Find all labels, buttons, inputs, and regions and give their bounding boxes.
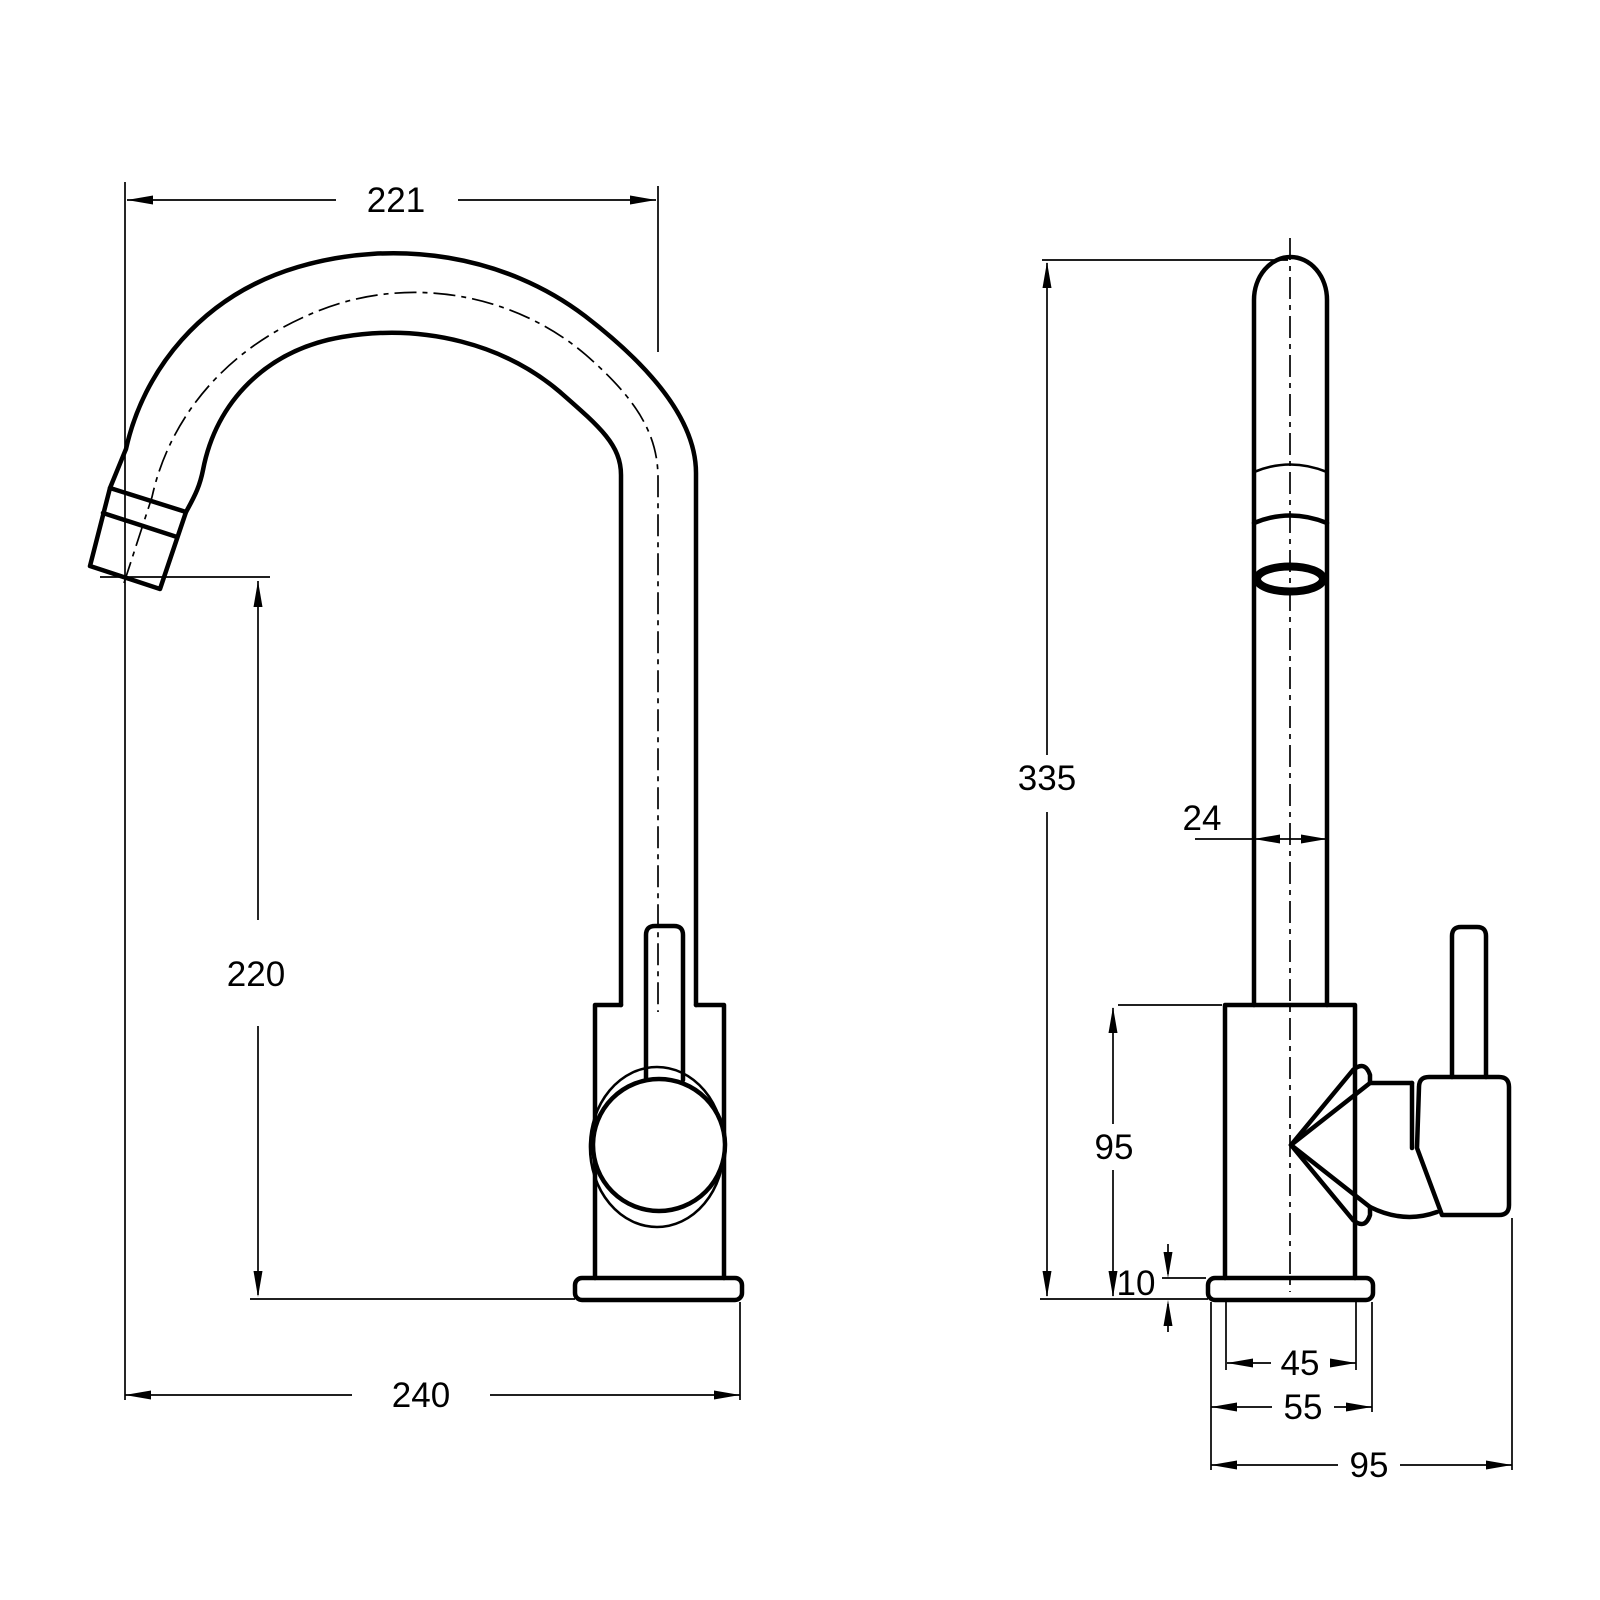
arrowhead xyxy=(1108,1271,1118,1297)
spout-centerline xyxy=(123,291,659,1012)
collar-line-lower xyxy=(1251,513,1330,526)
dim-label-base-diameter: 55 xyxy=(1284,1388,1323,1427)
mount-belly-arc xyxy=(1367,1204,1440,1220)
arrowhead xyxy=(630,195,656,205)
front-view xyxy=(1040,238,1512,1303)
dim-label-handle-projection: 95 xyxy=(1350,1446,1389,1485)
handle-lever-side xyxy=(643,923,686,1083)
arrowhead xyxy=(1042,262,1052,288)
dim-body-diameter: 45 xyxy=(1225,1302,1357,1383)
spout-outer-contour xyxy=(107,251,699,1008)
dim-body-height: 95 xyxy=(1095,1004,1222,1297)
arrowhead xyxy=(1254,834,1280,844)
dim-label-overall-depth: 240 xyxy=(392,1376,450,1415)
dim-label-body-diameter: 45 xyxy=(1281,1344,1320,1383)
dim-label-body-height: 95 xyxy=(1095,1128,1134,1167)
arrowhead xyxy=(127,195,153,205)
spout-inner-contour xyxy=(183,330,624,1008)
faucet-body-side xyxy=(592,1002,727,1281)
arrowhead xyxy=(125,1390,151,1400)
arrowhead xyxy=(253,581,263,607)
handle-lever-front xyxy=(1449,924,1489,1080)
dim-base-diameter: 55 xyxy=(1210,1302,1373,1470)
dim-label-spout-outlet-height: 220 xyxy=(227,955,285,994)
arrowhead xyxy=(1227,1358,1253,1368)
base-plate-front xyxy=(1205,1275,1376,1303)
handle-cone xyxy=(1288,1063,1440,1227)
arrowhead xyxy=(253,1271,263,1297)
dim-overall-depth: 240 xyxy=(125,1302,741,1415)
arrowhead xyxy=(714,1390,740,1400)
side-view-dimensions: 221 220 240 xyxy=(100,181,741,1415)
arrowhead xyxy=(1211,1402,1237,1412)
side-view xyxy=(87,251,745,1303)
cone-edge xyxy=(1288,1063,1373,1148)
dim-label-tube-diameter: 24 xyxy=(1183,799,1222,838)
arrowhead xyxy=(1346,1402,1372,1412)
dim-label-base-thickness: 10 xyxy=(1117,1264,1156,1303)
dim-overall-height: 335 xyxy=(1018,259,1288,1297)
dim-spout-outlet-height: 220 xyxy=(100,576,285,1297)
arrowhead xyxy=(1163,1252,1173,1278)
arrowhead xyxy=(1042,1271,1052,1297)
dim-handle-projection: 95 xyxy=(1211,1218,1513,1485)
extension-line xyxy=(1225,1302,1357,1370)
dim-spout-reach: 221 xyxy=(124,181,659,1400)
extension-line xyxy=(1210,1302,1373,1470)
dim-tube-diameter: 24 xyxy=(1183,799,1327,844)
cartridge-cap xyxy=(590,1076,728,1214)
arrowhead xyxy=(1301,834,1327,844)
arrowhead xyxy=(1108,1007,1118,1033)
arrowhead xyxy=(1211,1460,1237,1470)
front-view-dimensions: 335 24 95 10 xyxy=(1018,259,1513,1485)
arrowhead xyxy=(1486,1460,1512,1470)
handle-block xyxy=(1414,1074,1512,1218)
collar-line-upper xyxy=(1252,463,1329,474)
base-plate-side xyxy=(572,1275,745,1303)
arrowhead xyxy=(1163,1300,1173,1326)
dim-label-spout-reach: 221 xyxy=(367,181,425,220)
outlet-ring xyxy=(1253,562,1327,596)
dim-label-overall-height: 335 xyxy=(1018,759,1076,798)
faucet-body-front xyxy=(1222,1002,1358,1281)
arrowhead xyxy=(1330,1358,1356,1368)
nozzle-band-line xyxy=(100,510,180,540)
cone-edge xyxy=(1288,1142,1373,1210)
dim-base-thickness: 10 xyxy=(1117,1244,1206,1332)
spout-nozzle xyxy=(87,485,189,592)
riser-tube xyxy=(1251,254,1330,1008)
cone-edge xyxy=(1288,1080,1373,1148)
cone-edge xyxy=(1288,1142,1373,1227)
